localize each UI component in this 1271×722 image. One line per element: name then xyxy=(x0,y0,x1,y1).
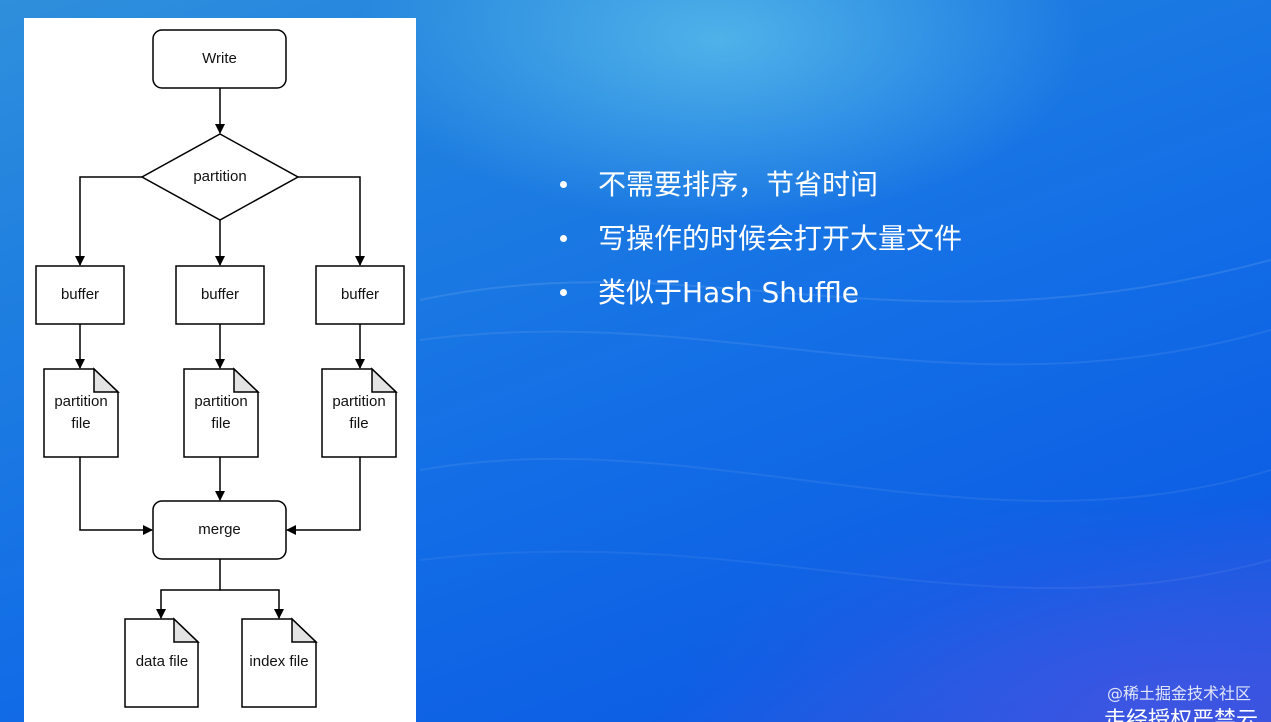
partition-file-label-1: partition file xyxy=(54,393,108,432)
data-file-label: data file xyxy=(135,653,189,670)
buffer-label-2: buffer xyxy=(200,286,240,303)
partition-file-node-2 xyxy=(183,367,260,458)
edge-partition-buffer-1 xyxy=(75,176,142,266)
bullet-text: 写操作的时候会打开大量文件 xyxy=(598,222,963,255)
flowchart-edges xyxy=(75,88,365,619)
merge-label: merge xyxy=(198,521,241,538)
buffer-label-1: buffer xyxy=(60,286,100,303)
buffer-label-3: buffer xyxy=(340,286,380,303)
index-file-node xyxy=(241,617,318,708)
partition-file-node-3 xyxy=(321,367,398,458)
edge-merge-index-file xyxy=(220,589,284,619)
buffer-node-1 xyxy=(35,265,125,325)
edge-file-1-merge xyxy=(79,457,153,535)
bullet-dot-icon xyxy=(560,235,567,242)
flowchart-panel: Write partition buffer buffer buffer par… xyxy=(24,18,416,722)
bullet-text: 不需要排序，节省时间 xyxy=(598,168,879,201)
flowchart-graphic xyxy=(35,29,405,708)
partition-file-node-1 xyxy=(43,367,120,458)
bullet-dot-icon xyxy=(560,181,567,188)
bullet-item: 不需要排序，节省时间 xyxy=(560,163,962,217)
edge-merge-data-file xyxy=(156,559,221,619)
index-file-label: index file xyxy=(249,653,309,670)
partition-label: partition xyxy=(193,168,247,185)
edge-partition-buffer-3 xyxy=(298,176,365,266)
edge-file-3-merge xyxy=(286,457,361,535)
bullet-dot-icon xyxy=(560,289,567,296)
partition-file-label-2: partition file xyxy=(194,393,248,432)
bullet-text: 类似于Hash Shuffle xyxy=(598,276,860,309)
buffer-node-2 xyxy=(175,265,265,325)
bullet-item: 写操作的时候会打开大量文件 xyxy=(560,217,962,271)
source-credit: @稀土掘金技术社区 xyxy=(1106,684,1251,703)
partition-file-label-3: partition file xyxy=(332,393,386,432)
data-file-node xyxy=(124,617,200,708)
buffer-node-3 xyxy=(315,265,405,325)
bullet-item: 类似于Hash Shuffle xyxy=(560,271,962,325)
subtitle-caption: 走经授权严禁云 xyxy=(1104,708,1259,722)
write-label: Write xyxy=(202,50,237,67)
bullet-list: 不需要排序，节省时间 写操作的时候会打开大量文件 类似于Hash Shuffle xyxy=(560,163,962,325)
